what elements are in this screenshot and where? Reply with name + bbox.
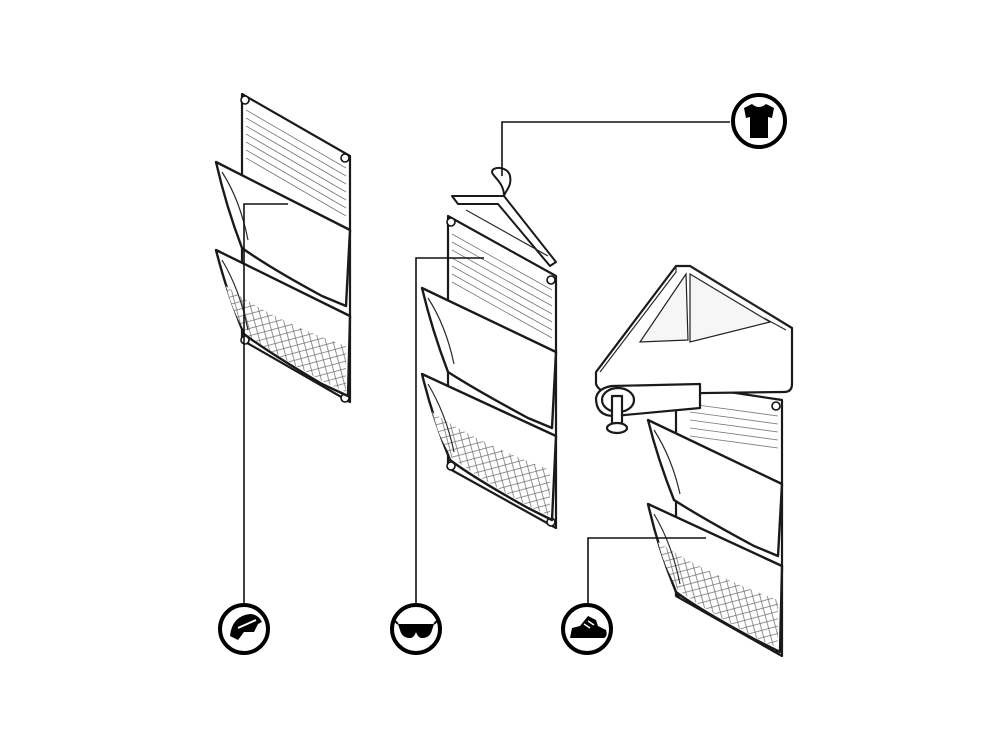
upper-pocket bbox=[646, 418, 784, 558]
shoe-icon bbox=[561, 603, 613, 655]
panel-stripes bbox=[689, 403, 779, 449]
sunglasses-icon bbox=[390, 603, 442, 655]
clamp-screw bbox=[610, 394, 624, 428]
leader-lines bbox=[243, 121, 730, 606]
lower-pocket bbox=[646, 502, 784, 654]
clamp bbox=[594, 264, 794, 435]
leader-line-tshirt bbox=[501, 121, 730, 176]
t-shirt-icon bbox=[731, 93, 787, 149]
bike-helmet-icon bbox=[218, 603, 270, 655]
grommet bbox=[446, 217, 456, 227]
upper-pocket bbox=[420, 286, 558, 430]
grommet bbox=[771, 401, 781, 411]
wall-mounted-organizer bbox=[214, 92, 352, 404]
hanger-mounted-organizer bbox=[420, 166, 558, 530]
grommet bbox=[546, 275, 556, 285]
clamp-mounted-organizer bbox=[594, 264, 794, 658]
lower-pocket bbox=[214, 248, 352, 398]
leader-line-sunglasses bbox=[415, 257, 484, 606]
mesh-panel bbox=[432, 412, 550, 516]
grommet bbox=[240, 95, 250, 105]
hanger bbox=[451, 166, 557, 267]
clamp-slot-left bbox=[638, 272, 689, 343]
panel-stripes bbox=[245, 109, 347, 217]
grommet bbox=[340, 153, 350, 163]
clamp-screw-foot bbox=[605, 421, 629, 435]
lower-pocket bbox=[420, 372, 558, 522]
panel-stripes bbox=[451, 233, 553, 339]
mesh-panel bbox=[658, 542, 778, 648]
leader-line-helmet bbox=[243, 203, 288, 606]
clamp-slot-right bbox=[689, 272, 772, 343]
mesh-panel bbox=[226, 286, 346, 392]
leader-line-shoe bbox=[587, 537, 706, 606]
upper-pocket bbox=[214, 160, 352, 308]
